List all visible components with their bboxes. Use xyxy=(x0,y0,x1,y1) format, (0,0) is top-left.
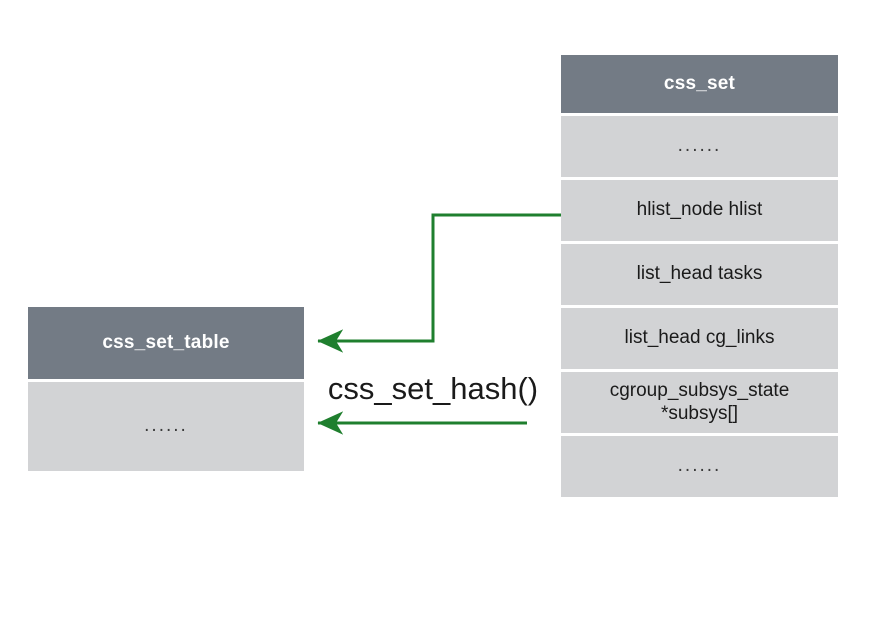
arrow-hlist-to-table-header xyxy=(317,213,561,353)
css-set-hash-label: css_set_hash() xyxy=(327,371,539,406)
struct-css-set-table-row-ellipsis: ...... xyxy=(28,382,304,471)
struct-css-set-row-cgroup-subsys-state-subsys: cgroup_subsys_state *subsys[] xyxy=(561,372,838,433)
struct-css-set-title: css_set xyxy=(561,55,838,113)
struct-css-set-row-list-head-cg-links: list_head cg_links xyxy=(561,308,838,369)
struct-css-set-row-list-head-tasks: list_head tasks xyxy=(561,244,838,305)
struct-css-set-row-ellipsis-top: ...... xyxy=(561,116,838,177)
struct-css-set-table: css_set_table ...... xyxy=(28,307,304,471)
struct-css-set-row-ellipsis-bottom: ...... xyxy=(561,436,838,497)
struct-css-set: css_set ...... hlist_node hlist list_hea… xyxy=(561,55,838,497)
struct-css-set-table-title: css_set_table xyxy=(28,307,304,379)
struct-css-set-row-hlist-node-hlist: hlist_node hlist xyxy=(561,180,838,241)
